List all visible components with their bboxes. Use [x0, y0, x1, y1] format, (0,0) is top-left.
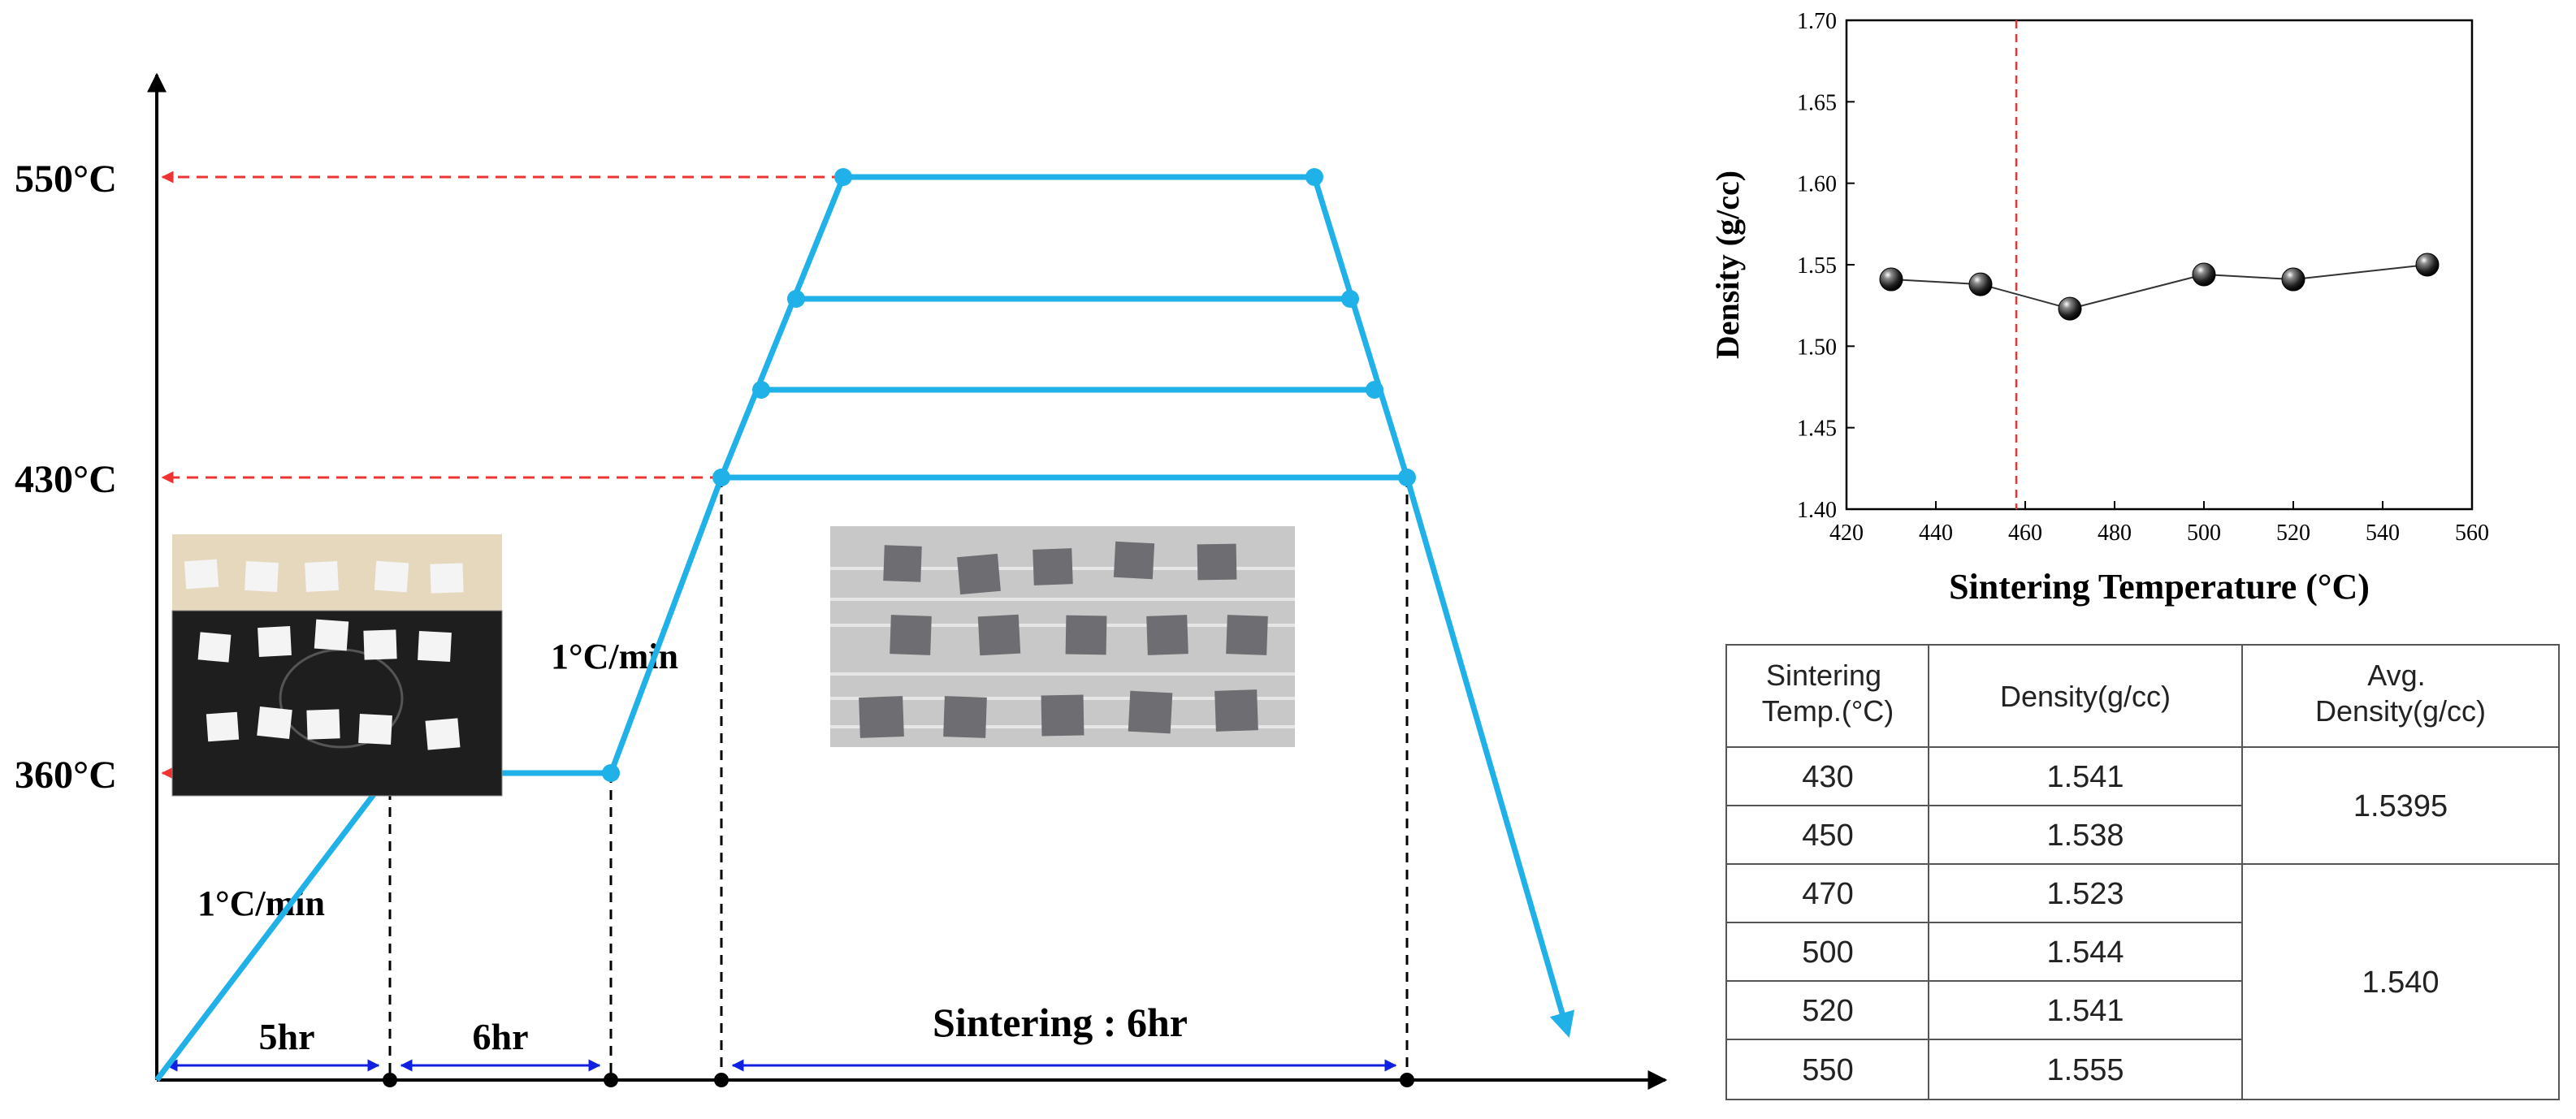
profile-point: [712, 469, 730, 486]
x-tick-label: 420: [1829, 521, 1864, 546]
temp-label-430: 430°C: [15, 458, 117, 501]
x-tick-label: 500: [2187, 521, 2221, 546]
photo-green-pellets: [171, 534, 503, 797]
temp-label-360: 360°C: [15, 754, 117, 797]
table-cell-density: 1.523: [2046, 877, 2124, 911]
table-cell-temp: 550: [1802, 1053, 1853, 1087]
density-point: [1879, 267, 1903, 292]
density-axis-ticks: 420 440 460 480 500 520 540 560 1.40 1.45 1.50 1.55…: [1797, 9, 2489, 546]
density-table: Sintering Temp.(°C) Density(g/cc) Avg. D…: [1725, 644, 2560, 1100]
x-tick-label: 460: [2008, 521, 2042, 546]
table-cell-temp: 430: [1802, 760, 1853, 794]
profile-point: [834, 168, 852, 186]
profile-point: [1398, 469, 1416, 486]
sintering-profile-diagram: 550°C 430°C 360°C 5hr 6hr Sintering : 6h…: [15, 72, 1668, 1090]
table-header-avg: Avg. Density(g/cc): [2315, 659, 2486, 728]
y-tick-label: 1.40: [1797, 498, 1837, 523]
table-cell-density: 1.538: [2046, 819, 2124, 853]
x-tick-label: 520: [2276, 521, 2310, 546]
photo-sintered-pellets: [830, 526, 1295, 747]
table-cell-avg-group-1: 1.5395: [2353, 789, 2448, 823]
x-tick-label: 440: [1919, 521, 1953, 546]
temp-label-550: 550°C: [15, 158, 117, 201]
time-marker: [1400, 1073, 1414, 1087]
density-point: [2281, 267, 2305, 292]
table-cell-density: 1.544: [2046, 935, 2124, 970]
rate-label-lower: 1°C/min: [197, 884, 325, 923]
y-tick-label: 1.55: [1797, 253, 1837, 279]
profile-point: [1305, 168, 1323, 186]
y-tick-label: 1.60: [1797, 172, 1837, 197]
time-marker: [714, 1073, 729, 1087]
table-frame: [1725, 644, 2560, 1100]
density-point: [2192, 262, 2216, 287]
table-header-density: Density(g/cc): [2000, 680, 2171, 713]
table-cell-density: 1.541: [2046, 760, 2124, 794]
duration-label-sintering: Sintering : 6hr: [933, 1000, 1188, 1045]
table-cell-temp: 470: [1802, 877, 1853, 911]
density-chart: 420 440 460 480 500 520 540 560 1.40 1.45 1.50 1.55…: [1709, 9, 2489, 607]
density-y-axis-label: Density (g/cc): [1709, 171, 1746, 359]
density-x-axis-label: Sintering Temperature (°C): [1949, 567, 2370, 607]
profile-point: [602, 764, 620, 782]
time-marker: [604, 1073, 618, 1087]
x-tick-label: 480: [2098, 521, 2132, 546]
time-marker: [383, 1073, 397, 1087]
cooling-arrow: [1404, 477, 1575, 1039]
density-point: [2058, 296, 2082, 321]
profile-point: [787, 290, 805, 308]
density-series-line: [1890, 264, 2428, 310]
heating-profile: [154, 174, 1575, 1082]
table-cell-density: 1.555: [2046, 1053, 2124, 1087]
density-plot-frame: [1845, 19, 2474, 511]
y-tick-label: 1.50: [1797, 335, 1837, 360]
duration-label-6hr: 6hr: [473, 1016, 529, 1057]
density-point: [2415, 253, 2440, 277]
profile-point: [1366, 381, 1383, 399]
table-cell-temp: 500: [1802, 935, 1853, 970]
time-drop-lines: [388, 477, 1409, 1080]
y-tick-label: 1.45: [1797, 417, 1837, 442]
y-tick-label: 1.65: [1797, 90, 1837, 115]
table-cell-density: 1.541: [2046, 994, 2124, 1028]
table-cell-avg-group-2: 1.540: [2362, 966, 2439, 1000]
table-cell-temp: 520: [1802, 994, 1853, 1028]
x-tick-label: 540: [2366, 521, 2400, 546]
x-tick-label: 560: [2455, 521, 2489, 546]
duration-label-5hr: 5hr: [259, 1016, 315, 1057]
density-points: [1879, 253, 2440, 321]
profile-point: [1341, 290, 1359, 308]
cooling-ramp: [1311, 175, 1410, 479]
y-tick-label: 1.70: [1797, 9, 1837, 34]
table-cell-temp: 450: [1802, 819, 1853, 853]
table-header-temp: Sintering Temp.(°C): [1762, 659, 1894, 728]
time-markers: [383, 1073, 1414, 1087]
profile-point: [752, 381, 770, 399]
density-point: [1968, 272, 1993, 296]
profile-points: [381, 168, 1416, 782]
